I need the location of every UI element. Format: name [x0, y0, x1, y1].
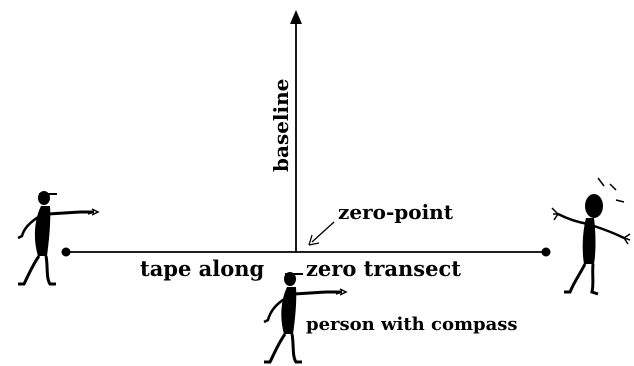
left-person-figure — [17, 191, 100, 286]
transect-end-dot — [541, 247, 551, 257]
zero-point-label: zero-point — [338, 200, 454, 224]
center-person-head — [284, 272, 296, 286]
zero-point-arrow — [308, 221, 335, 246]
right-person-motion-marks — [597, 177, 625, 203]
tape-along-label: tape along — [140, 256, 265, 281]
transect-line — [61, 247, 551, 257]
left-person-head — [38, 191, 50, 205]
baseline-arrow — [290, 10, 302, 252]
right-person-head — [585, 194, 603, 218]
center-person-figure — [263, 272, 348, 364]
zero-transect-label: zero transect — [306, 256, 461, 281]
person-with-compass-label: person with compass — [306, 314, 518, 335]
transect-start-dot — [61, 247, 71, 257]
baseline-label: baseline — [269, 79, 293, 172]
right-person-figure — [551, 177, 631, 296]
